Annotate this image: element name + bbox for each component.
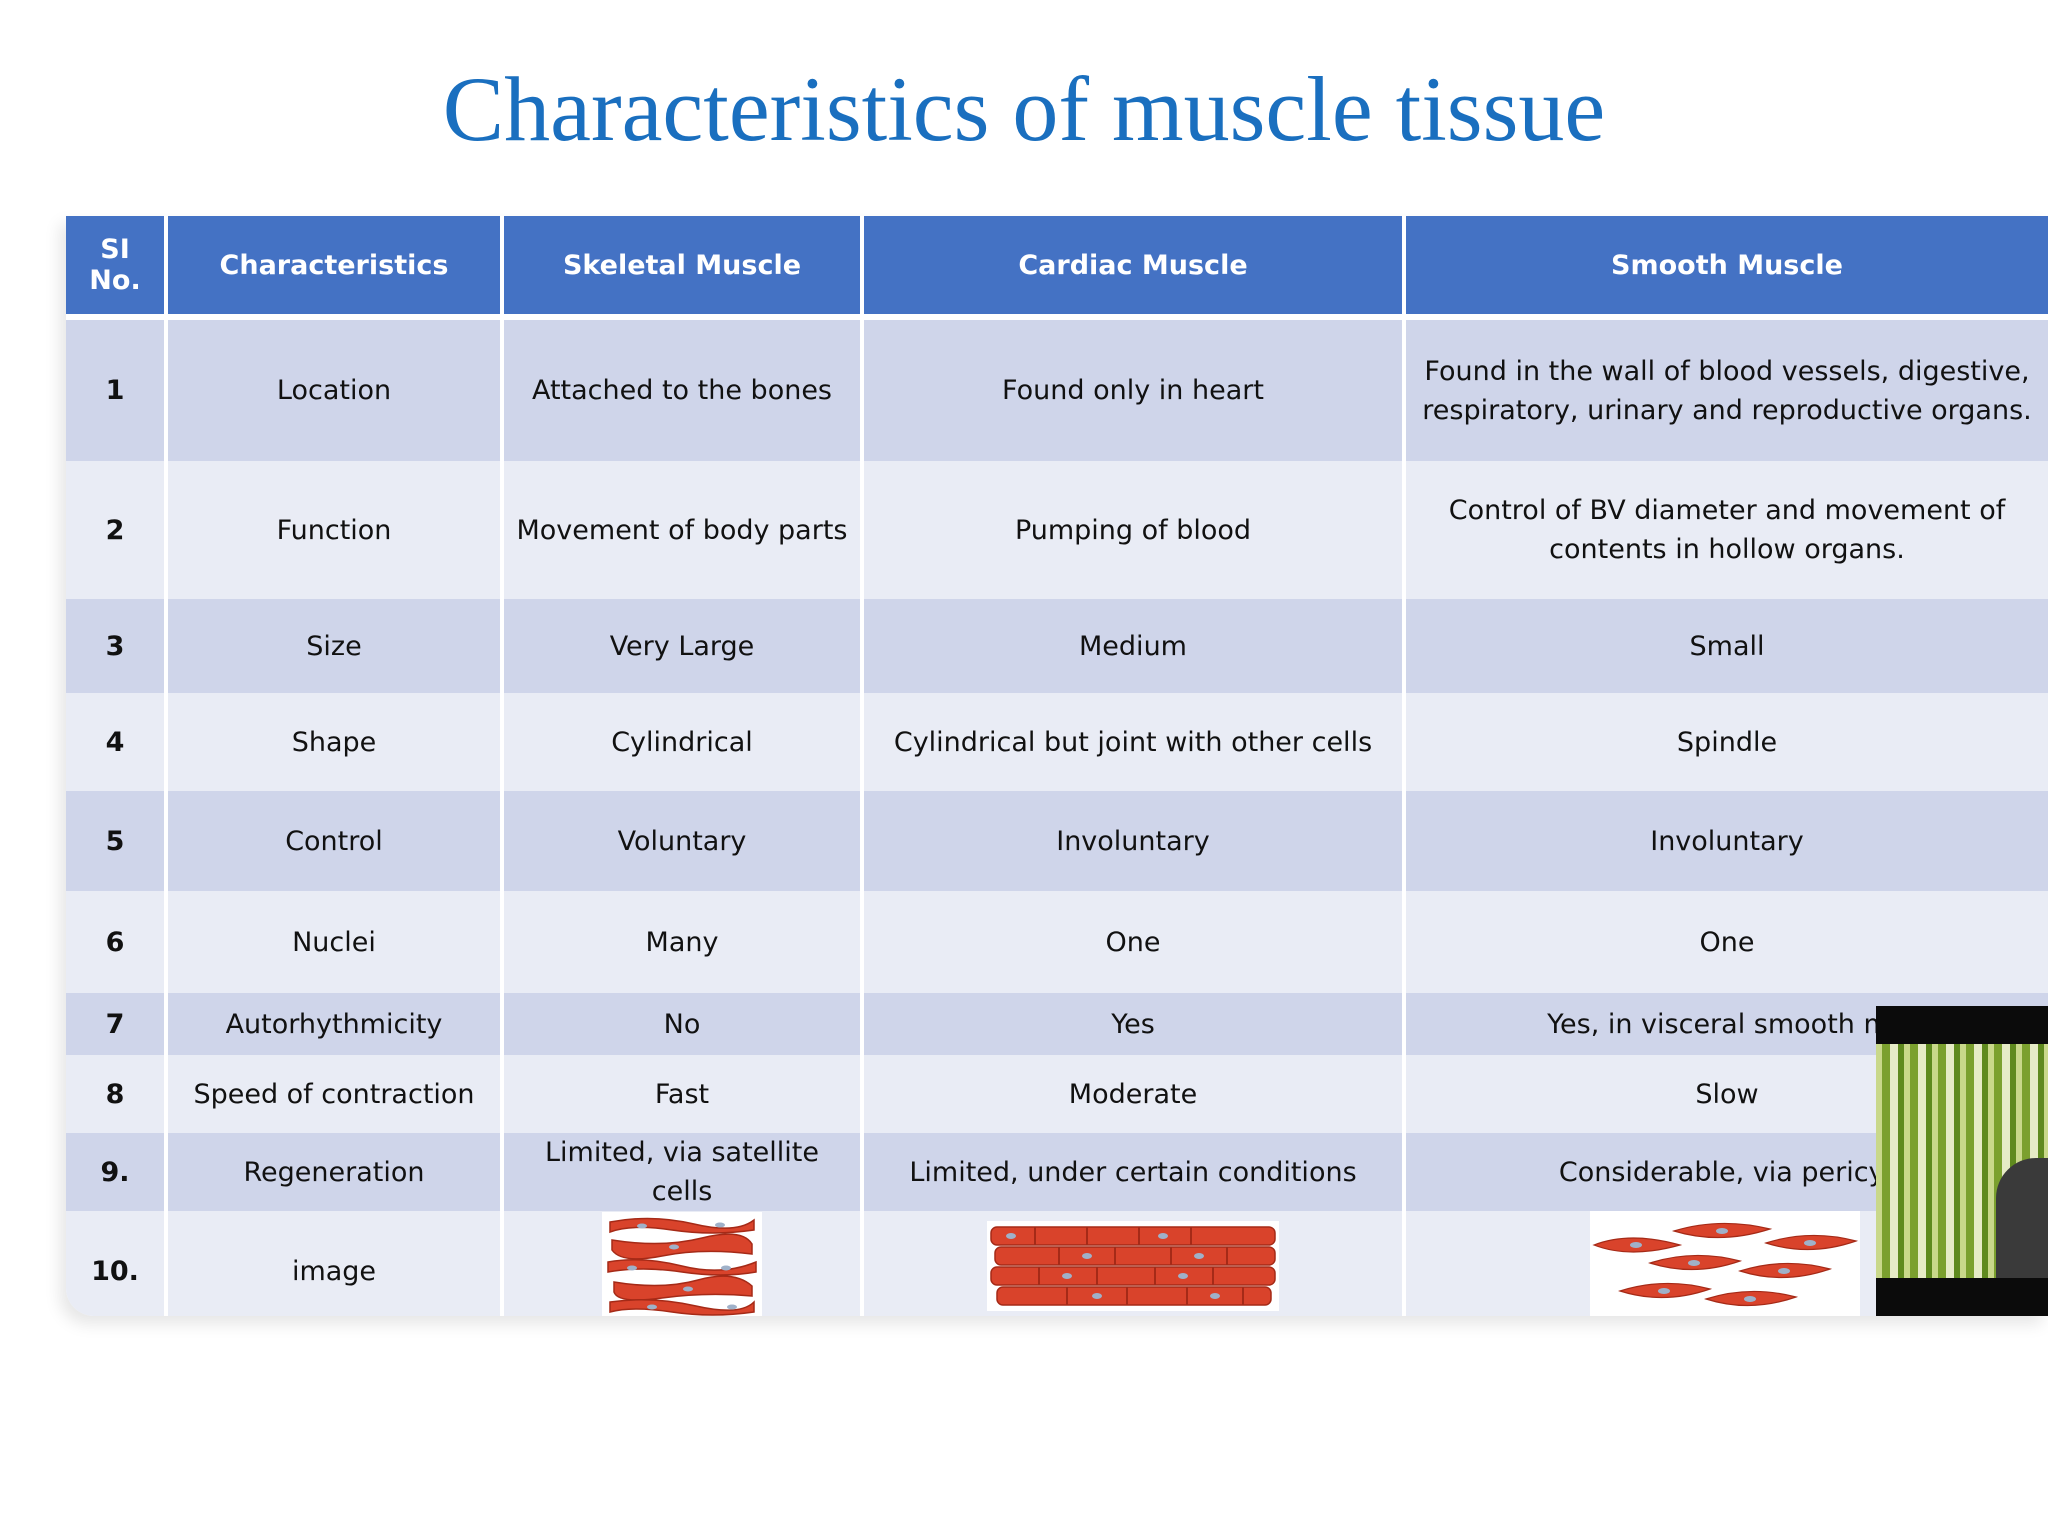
header-characteristics: Characteristics <box>166 216 504 320</box>
cell-cardiac: Medium <box>862 599 1406 693</box>
cell-characteristic: Control <box>166 791 504 891</box>
cell-skeletal: Very Large <box>502 599 864 693</box>
header-cardiac-muscle: Cardiac Muscle <box>862 216 1406 320</box>
cell-smooth: Spindle <box>1404 693 2048 791</box>
cell-skeletal: No <box>502 993 864 1055</box>
cell-sl-no: 2 <box>66 461 168 599</box>
cell-cardiac: One <box>862 891 1406 993</box>
cell-cardiac: Moderate <box>862 1055 1406 1133</box>
cell-skeletal: Movement of body parts <box>502 461 864 599</box>
smooth-muscle-cells-image <box>1590 1211 1860 1316</box>
cell-sl-no: 6 <box>66 891 168 993</box>
cell-skeletal: Attached to the bones <box>502 317 864 461</box>
cell-cardiac: Cylindrical but joint with other cells <box>862 693 1406 791</box>
table-row: 2 Function Movement of body parts Pumpin… <box>66 461 2048 599</box>
cell-skeletal: Limited, via satellite cells <box>502 1133 864 1211</box>
cell-skeletal-image <box>502 1211 864 1316</box>
skeletal-muscle-fibers-image <box>602 1212 762 1316</box>
table-row: 7 Autorhythmicity No Yes Yes, in viscera… <box>66 993 2048 1055</box>
table-row: 10. image <box>66 1211 2048 1316</box>
muscle-comparison-table: SI No. Characteristics Skeletal Muscle C… <box>66 216 2048 1316</box>
cell-cardiac-image <box>862 1211 1406 1316</box>
cell-sl-no: 9. <box>66 1133 168 1211</box>
cell-sl-no: 8 <box>66 1055 168 1133</box>
table-row: 5 Control Voluntary Involuntary Involunt… <box>66 791 2048 891</box>
cell-cardiac: Limited, under certain conditions <box>862 1133 1406 1211</box>
cell-sl-no: 7 <box>66 993 168 1055</box>
cell-sl-no: 1 <box>66 317 168 461</box>
table-row: 9. Regeneration Limited, via satellite c… <box>66 1133 2048 1211</box>
cell-characteristic: Function <box>166 461 504 599</box>
header-smooth-muscle: Smooth Muscle <box>1404 216 2048 320</box>
table-row: 4 Shape Cylindrical Cylindrical but join… <box>66 693 2048 791</box>
cell-cardiac: Found only in heart <box>862 317 1406 461</box>
cell-sl-no: 5 <box>66 791 168 891</box>
cell-cardiac: Pumping of blood <box>862 461 1406 599</box>
table-row: 6 Nuclei Many One One <box>66 891 2048 993</box>
cardiac-muscle-fibers-image <box>987 1221 1279 1311</box>
header-skeletal-muscle: Skeletal Muscle <box>502 216 864 320</box>
slide-title: Characteristics of muscle tissue <box>442 58 1606 160</box>
cell-skeletal: Voluntary <box>502 791 864 891</box>
cell-smooth: Found in the wall of blood vessels, dige… <box>1404 317 2048 461</box>
presenter-figure <box>1996 1158 2048 1278</box>
cell-characteristic: Nuclei <box>166 891 504 993</box>
table-row: 8 Speed of contraction Fast Moderate Slo… <box>66 1055 2048 1133</box>
cell-characteristic: Regeneration <box>166 1133 504 1211</box>
table-header-row: SI No. Characteristics Skeletal Muscle C… <box>66 216 2048 320</box>
table-row: 3 Size Very Large Medium Small <box>66 599 2048 693</box>
presenter-webcam-overlay <box>1876 1006 2048 1316</box>
cell-characteristic: Location <box>166 317 504 461</box>
cell-characteristic: Speed of contraction <box>166 1055 504 1133</box>
header-sl-no: SI No. <box>66 216 168 320</box>
cell-skeletal: Many <box>502 891 864 993</box>
cell-sl-no: 10. <box>66 1211 168 1316</box>
webcam-feed <box>1876 1044 2048 1278</box>
cell-sl-no: 4 <box>66 693 168 791</box>
cell-skeletal: Fast <box>502 1055 864 1133</box>
cell-characteristic: Autorhythmicity <box>166 993 504 1055</box>
cell-cardiac: Involuntary <box>862 791 1406 891</box>
cell-smooth: Involuntary <box>1404 791 2048 891</box>
table-row: 1 Location Attached to the bones Found o… <box>66 317 2048 461</box>
cell-sl-no: 3 <box>66 599 168 693</box>
cell-skeletal: Cylindrical <box>502 693 864 791</box>
cell-characteristic: image <box>166 1211 504 1316</box>
cell-smooth: Small <box>1404 599 2048 693</box>
cell-characteristic: Size <box>166 599 504 693</box>
cell-cardiac: Yes <box>862 993 1406 1055</box>
cell-characteristic: Shape <box>166 693 504 791</box>
cell-smooth: Control of BV diameter and movement of c… <box>1404 461 2048 599</box>
muscle-comparison-table-container: SI No. Characteristics Skeletal Muscle C… <box>66 216 2048 1316</box>
cell-smooth: One <box>1404 891 2048 993</box>
